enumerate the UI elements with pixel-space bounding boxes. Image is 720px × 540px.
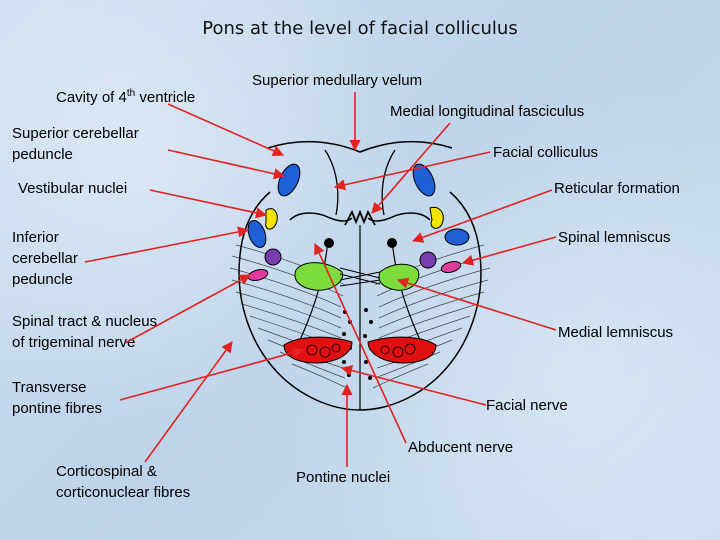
label-inferior-cerebellar-peduncle: Inferior cerebellar peduncle — [12, 227, 78, 290]
label-medial-longitudinal-fasciculus: Medial longitudinal fasciculus — [390, 103, 585, 120]
abducent-nucleus-right — [387, 238, 397, 248]
label-superior-cerebellar-peduncle: Superior cerebellar peduncle — [12, 123, 139, 165]
reticular-formation-left — [294, 262, 344, 291]
ventricle-wall-left — [324, 149, 339, 216]
label-text: Cavity of 4 — [56, 89, 127, 106]
vestibular-nucleus-right — [429, 206, 444, 229]
arrow-spinal-lemniscus — [461, 236, 557, 266]
inferior-cerebellar-peduncle-right — [444, 228, 470, 246]
spinal-trigeminal-nucleus-left — [264, 248, 282, 266]
inferior-cerebellar-peduncle-left — [247, 220, 267, 248]
label-cavity-4th-ventricle: Cavity of 4th ventricle — [56, 83, 195, 108]
arrow-cavity-4th-ventricle — [167, 103, 285, 157]
arrow-abducent-nerve — [314, 242, 407, 444]
label-line: Spinal tract & nucleus — [12, 313, 158, 330]
superior-cerebellar-peduncle-left — [277, 163, 301, 197]
label-line: Corticospinal & — [56, 463, 157, 480]
arrow-medial-longitudinal-fasciculus — [371, 122, 451, 214]
page-title: Pons at the level of facial colliculus — [202, 18, 518, 39]
reticular-crossing-fibres — [339, 267, 381, 287]
arrow-facial-nerve — [340, 365, 487, 406]
pons-outline — [238, 191, 482, 411]
label-corticospinal-fibres: Corticospinal & corticonuclear fibres — [56, 461, 190, 503]
label-spinal-tract-trigeminal: Spinal tract & nucleus of trigeminal ner… — [12, 311, 157, 353]
corticospinal-bundles — [306, 343, 416, 358]
label-facial-colliculus: Facial colliculus — [493, 144, 599, 161]
label-text: ventricle — [135, 89, 196, 106]
label-medial-lemniscus: Medial lemniscus — [558, 324, 674, 341]
label-line: peduncle — [12, 271, 73, 288]
label-reticular-formation: Reticular formation — [554, 180, 680, 197]
pointer-arrows — [84, 92, 557, 467]
spinal-lemniscus-right — [440, 261, 462, 273]
arrow-reticular-formation — [411, 189, 553, 243]
arrow-facial-colliculus — [333, 151, 491, 191]
vestibular-nucleus-left — [265, 208, 278, 230]
label-line: Inferior — [12, 229, 59, 246]
midline-groove — [344, 209, 376, 226]
label-facial-nerve: Facial nerve — [486, 397, 568, 414]
arrow-inferior-cerebellar-peduncle — [84, 226, 250, 263]
superior-medullary-velum — [267, 140, 453, 153]
arrow-superior-cerebellar-peduncle — [167, 149, 286, 180]
label-line: cerebellar — [12, 250, 78, 267]
arrow-vestibular-nuclei — [149, 189, 268, 219]
ventricle-wall-right — [381, 149, 396, 216]
label-pontine-nuclei: Pontine nuclei — [296, 469, 391, 486]
reticular-formation-right — [378, 263, 420, 291]
label-transverse-pontine-fibres: Transverse pontine fibres — [12, 377, 102, 419]
label-line: of trigeminal nerve — [12, 334, 136, 351]
medial-lemniscus-right — [367, 336, 437, 364]
arrow-corticospinal-fibres — [144, 341, 233, 463]
label-line: peduncle — [12, 146, 73, 163]
spinal-trigeminal-nucleus-right — [419, 251, 437, 269]
medial-lemniscus-left — [283, 336, 353, 364]
spinal-lemniscus-left — [247, 269, 269, 281]
pontine-nuclei-dots — [342, 308, 373, 380]
label-line: corticonuclear fibres — [56, 484, 191, 501]
label-abducent-nerve: Abducent nerve — [408, 439, 514, 456]
label-superscript: th — [126, 88, 136, 99]
abducent-nucleus-left — [324, 238, 334, 248]
label-spinal-lemniscus: Spinal lemniscus — [558, 229, 671, 246]
label-vestibular-nuclei: Vestibular nuclei — [18, 180, 128, 197]
arrow-medial-lemniscus — [396, 277, 557, 331]
arrow-transverse-pontine-fibres — [119, 347, 305, 401]
label-line: pontine fibres — [12, 400, 103, 417]
label-line: Superior cerebellar — [12, 125, 139, 142]
superior-cerebellar-peduncle-right — [412, 163, 436, 197]
arrow-spinal-tract-trigeminal — [124, 274, 251, 344]
label-line: Transverse — [12, 379, 87, 396]
label-superior-medullary-velum: Superior medullary velum — [252, 72, 423, 89]
